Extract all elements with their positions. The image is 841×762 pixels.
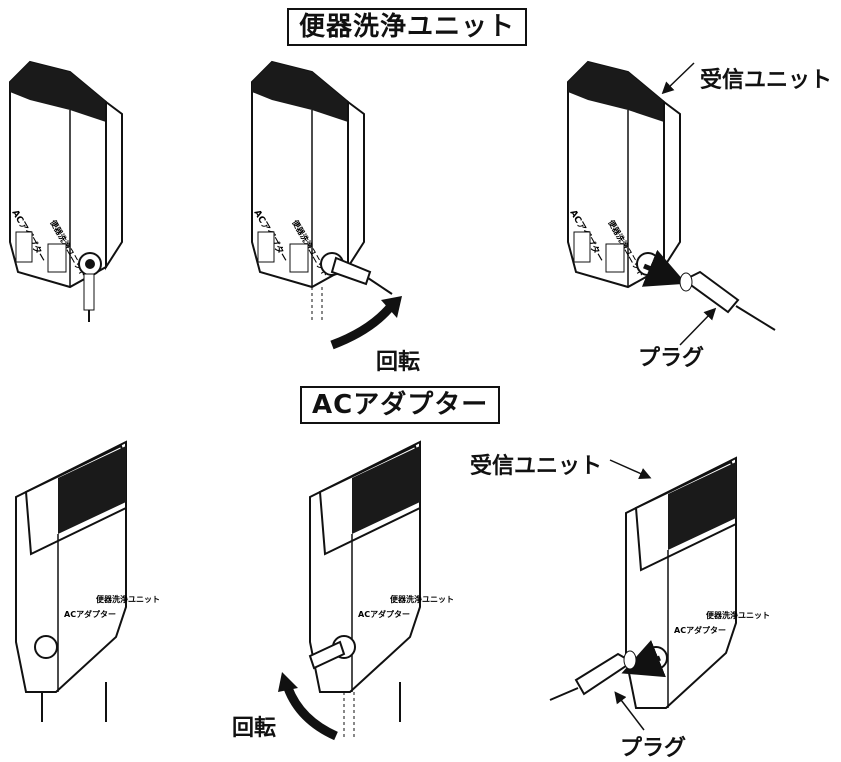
plug-bottom bbox=[549, 650, 637, 701]
plug-top bbox=[679, 270, 776, 331]
label-receiver-unit-top: 受信ユニット bbox=[700, 68, 833, 93]
receiver-unit-bottom-3: ACアダプター 便器洗浄ユニット bbox=[621, 456, 770, 709]
section-title-toilet-unit: 便器洗浄ユニット bbox=[287, 8, 528, 46]
receiver-unit-top-1: ACアダプター 便器洗浄ユニット bbox=[9, 60, 123, 322]
label-rotate-bottom: 回転 bbox=[232, 716, 277, 741]
unit-label-toilet: 便器洗浄ユニット bbox=[96, 594, 160, 604]
receiver-unit-bottom-2: ACアダプター 便器洗浄ユニット bbox=[308, 440, 454, 737]
receiver-unit-top-3: ACアダプター 便器洗浄ユニット bbox=[567, 60, 687, 289]
receiver-unit-bottom-1: ACアダプター 便器洗浄ユニット bbox=[15, 440, 160, 722]
label-rotate-top: 回転 bbox=[376, 350, 421, 375]
unit-label-ac: ACアダプター bbox=[64, 609, 116, 619]
unit-label-ac: ACアダプター bbox=[358, 609, 410, 619]
unit-label-toilet: 便器洗浄ユニット bbox=[706, 610, 770, 620]
label-receiver-unit-bottom: 受信ユニット bbox=[470, 454, 603, 479]
unit-label-ac: ACアダプター bbox=[674, 625, 726, 635]
receiver-unit-top-2: ACアダプター 便器洗浄ユニット bbox=[251, 60, 393, 322]
unit-label-toilet: 便器洗浄ユニット bbox=[390, 594, 454, 604]
label-plug-top: プラグ bbox=[638, 346, 705, 371]
label-plug-bottom: プラグ bbox=[620, 736, 687, 761]
section-title-ac-adapter: ACアダプター bbox=[300, 386, 501, 424]
